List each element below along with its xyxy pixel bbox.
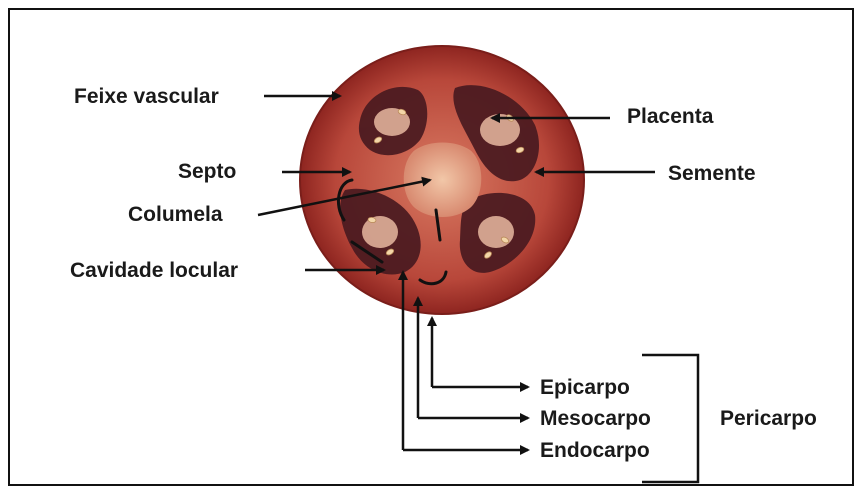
label-septo: Septo <box>178 161 236 182</box>
tomato-cross-section <box>300 46 584 314</box>
label-endocarpo: Endocarpo <box>540 440 650 461</box>
label-epicarpo: Epicarpo <box>540 377 630 398</box>
label-semente: Semente <box>668 163 756 184</box>
columella <box>404 143 482 218</box>
label-mesocarpo: Mesocarpo <box>540 408 651 429</box>
label-columela: Columela <box>128 204 223 225</box>
label-feixe-vascular: Feixe vascular <box>74 86 219 107</box>
label-placenta: Placenta <box>627 106 713 127</box>
label-pericarpo: Pericarpo <box>720 408 817 429</box>
label-cavidade-locular: Cavidade locular <box>70 260 238 281</box>
